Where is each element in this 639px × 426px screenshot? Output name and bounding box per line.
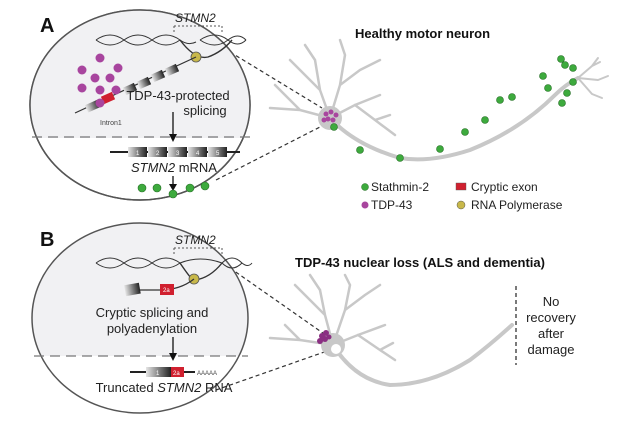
healthy-neuron	[268, 38, 609, 162]
mrna-exon	[208, 147, 227, 157]
dna-helix-a	[95, 34, 247, 59]
red-exon-icon	[455, 182, 467, 191]
mrna-exon-number: 3	[176, 151, 180, 157]
tdp43-aggregate-b	[317, 330, 332, 344]
mrna-exon-number: 1	[136, 151, 140, 157]
mrna-exon-number: 2	[156, 151, 160, 157]
mrna-exon	[128, 147, 147, 157]
exon-1-b	[124, 282, 141, 297]
stathmin-dot	[461, 128, 469, 136]
arrow-down-icon	[169, 337, 177, 361]
svg-text:No: No	[543, 294, 560, 309]
svg-text:2a: 2a	[173, 371, 180, 377]
svg-text:after: after	[538, 326, 565, 341]
zoom-line-bottom-b	[215, 349, 331, 391]
mrna-exon	[148, 147, 167, 157]
mrna-exon	[168, 147, 187, 157]
polya-tail: AAAAA	[197, 371, 217, 377]
stathmin-dot	[481, 116, 489, 124]
stathmin-dot	[544, 84, 552, 92]
process-label-a-2: splicing	[183, 103, 226, 118]
panel-a: A STMN2	[29, 9, 609, 212]
process-label-a-1: TDP-43-protected	[126, 88, 229, 103]
stathmin-proteins-a	[137, 181, 210, 199]
panel-a-letter: A	[40, 15, 54, 37]
legend-label-tdp43: TDP-43	[371, 198, 413, 212]
green-dot-icon	[361, 183, 369, 191]
panel-b: B STMN2 2a Cryptic splicing and polyad	[31, 222, 576, 414]
stathmin-dot	[569, 64, 577, 72]
mrna-exon	[188, 147, 207, 157]
tdp43-cluster-a	[77, 53, 123, 108]
gene-label-b: STMN2	[175, 233, 216, 247]
panel-a-title: Healthy motor neuron	[355, 26, 490, 41]
stathmin-dot	[356, 146, 364, 154]
arrow-down-icon	[169, 176, 177, 191]
arrow-down-icon	[169, 112, 177, 142]
zoom-line-top-b	[229, 267, 331, 339]
cryptic-exon-label-b: 2a	[163, 288, 170, 294]
stathmin-dot	[558, 99, 566, 107]
intron-label: Intron1	[100, 120, 122, 127]
svg-text:recovery: recovery	[526, 310, 576, 325]
process-label-b-1: Cryptic splicing and	[96, 305, 209, 320]
tdp43-nucleus-a	[321, 109, 339, 123]
mrna-a: 1 2 3 4 5	[110, 147, 240, 157]
zoom-line-bottom	[215, 125, 323, 181]
stathmin-dot	[330, 123, 338, 131]
zoom-line-top	[229, 51, 323, 109]
stathmin-axon-dots	[330, 55, 577, 162]
purple-dot-icon	[361, 201, 369, 209]
stathmin-dot	[539, 72, 547, 80]
pre-mrna-exons-a	[84, 63, 180, 113]
cryptic-exon-a	[100, 91, 116, 105]
legend: Stathmin-2 Cryptic exon TDP-43 RNA Polym…	[361, 180, 563, 212]
yellow-dot-icon	[456, 200, 466, 210]
stathmin-dot	[508, 93, 516, 101]
svg-text:damage: damage	[528, 342, 575, 357]
stathmin-dot	[396, 154, 404, 162]
cryptic-exon-b	[160, 284, 174, 295]
truncated-rna-b: 1 2a AAAAA	[130, 367, 217, 377]
stathmin-dot	[436, 145, 444, 153]
gene-label-a: STMN2	[175, 11, 216, 25]
stathmin-dot	[561, 61, 569, 69]
legend-label-cryptic-exon: Cryptic exon	[471, 180, 538, 194]
mrna-exon-number: 5	[216, 151, 220, 157]
legend-label-polymerase: RNA Polymerase	[471, 198, 563, 212]
legend-label-stathmin: Stathmin-2	[371, 180, 429, 194]
truncated-rna-label: Truncated STMN2 RNA	[96, 380, 233, 395]
stathmin-dot	[496, 96, 504, 104]
svg-text:1: 1	[156, 371, 160, 377]
outcome-text: No recovery after damage	[526, 294, 576, 357]
mrna-exon-number: 4	[196, 151, 200, 157]
damaged-neuron	[268, 273, 514, 388]
stathmin-dot	[563, 89, 571, 97]
panel-b-title: TDP-43 nuclear loss (ALS and dementia)	[295, 255, 545, 270]
stathmin-dot	[569, 78, 577, 86]
process-label-b-2: polyadenylation	[107, 321, 197, 336]
panel-b-letter: B	[40, 229, 54, 251]
stathmin-dot	[557, 55, 565, 63]
mrna-label-a: STMN2 mRNA	[131, 160, 217, 175]
